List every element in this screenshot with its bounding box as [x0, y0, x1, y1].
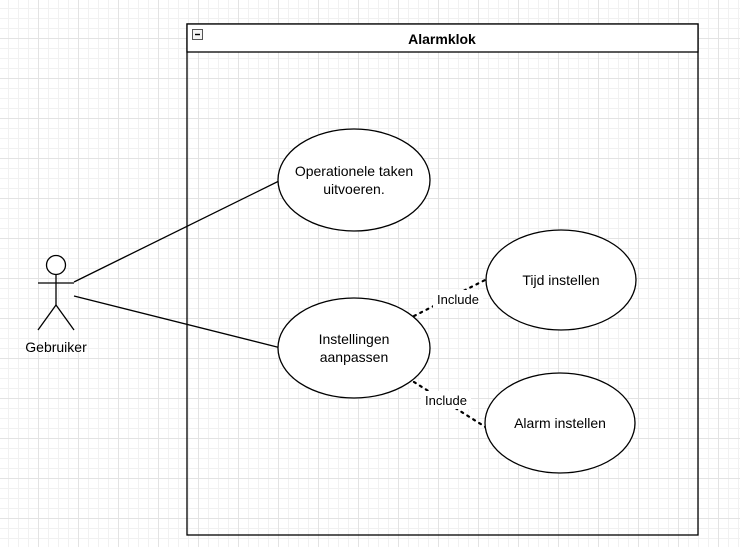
include-label-tijd: Include — [437, 292, 479, 307]
system-title: Alarmklok — [408, 31, 476, 47]
actor-right-leg — [55, 304, 75, 331]
association-line-operationele-taken[interactable] — [73, 179, 282, 283]
use-case-ellipse — [277, 128, 431, 232]
include-label-bg-tijd — [433, 290, 483, 308]
use-case-label: Tijd instellen — [522, 272, 599, 288]
use-case-operationele-taken[interactable]: Operationele taken uitvoeren. — [277, 128, 431, 232]
minus-box-icon[interactable] — [192, 29, 203, 40]
use-case-alarm-instellen[interactable]: Alarm instellen — [484, 372, 636, 474]
use-case-label-line2: aanpassen — [320, 349, 389, 365]
use-case-ellipse — [484, 372, 636, 474]
use-case-label: Alarm instellen — [514, 415, 606, 431]
use-case-ellipse — [277, 297, 431, 399]
actor-head — [45, 254, 67, 276]
actor-gebruiker[interactable]: Gebruiker — [25, 254, 87, 356]
actor-left-leg — [37, 304, 57, 331]
use-case-label-line1: Instellingen — [319, 331, 390, 347]
use-case-ellipse — [485, 229, 637, 331]
actor-name: Gebruiker — [25, 339, 87, 355]
include-label-alarm: Include — [425, 393, 467, 408]
system-header — [186, 23, 699, 53]
use-case-label-line1: Operationele taken — [295, 163, 413, 179]
use-case-label-line2: uitvoeren. — [323, 181, 384, 197]
system-boundary: Alarmklok — [186, 23, 699, 536]
use-case-instellingen-aanpassen[interactable]: Instellingen aanpassen — [277, 297, 431, 399]
include-label-bg-alarm — [421, 391, 471, 409]
use-case-tijd-instellen[interactable]: Tijd instellen — [485, 229, 637, 331]
association-line-instellingen[interactable] — [73, 295, 282, 349]
